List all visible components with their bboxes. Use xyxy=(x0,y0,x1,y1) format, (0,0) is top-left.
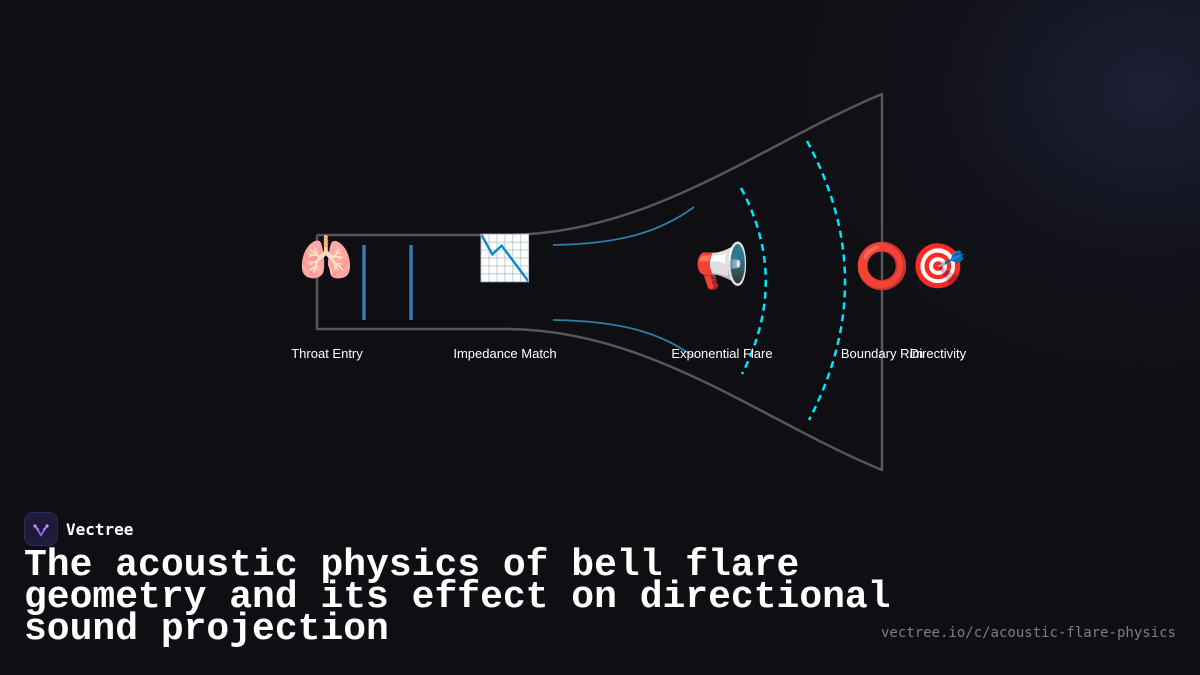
lungs-icon: 🫁 xyxy=(298,233,354,284)
stage-label-directivity: Directivity xyxy=(909,346,967,361)
vectree-logo-glyph xyxy=(33,524,49,537)
stage-label-throat-entry: Throat Entry xyxy=(291,346,363,361)
brand-name: Vectree xyxy=(66,519,134,539)
source-url[interactable]: vectree.io/c/acoustic-flare-physics xyxy=(880,625,1176,641)
stage-label-impedance-match: Impedance Match xyxy=(453,346,557,361)
brand[interactable]: Vectree xyxy=(24,512,133,546)
page-title: The acoustic physics of bell flare geome… xyxy=(24,544,891,651)
chart-decreasing-icon: 📉 xyxy=(477,233,533,284)
target-icon: 🎯 xyxy=(910,241,966,292)
flow-line-lower xyxy=(552,319,695,358)
stage-label-boundary-rim: Boundary Rim xyxy=(840,346,924,361)
wavefront-outer xyxy=(805,140,847,421)
horn-outline xyxy=(315,92,884,472)
flow-line-upper xyxy=(552,206,695,246)
hollow-circle-icon: ⭕ xyxy=(854,241,910,292)
wavefront-inner xyxy=(739,187,767,375)
vectree-logo-icon xyxy=(24,512,58,546)
stage-label-exponential-flare: Exponential Flare xyxy=(671,346,773,361)
megaphone-icon: 📢 xyxy=(694,241,750,292)
